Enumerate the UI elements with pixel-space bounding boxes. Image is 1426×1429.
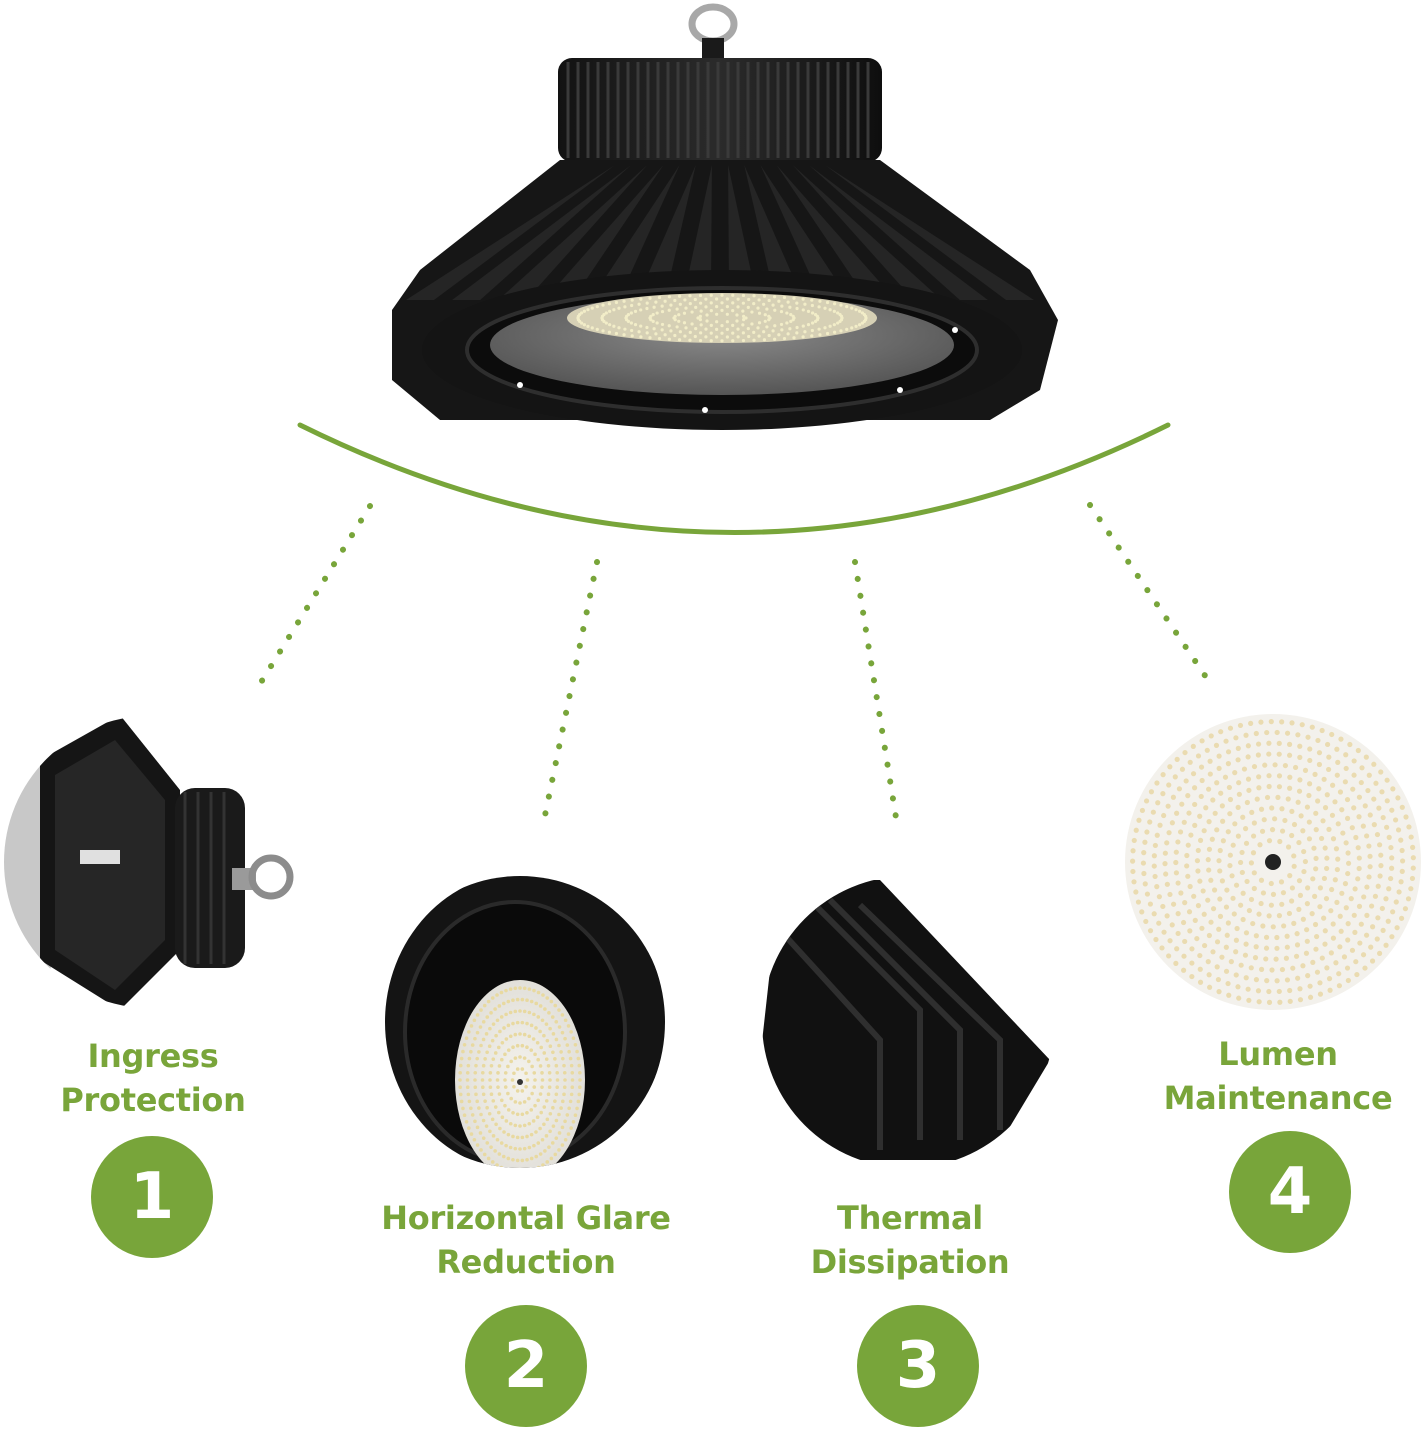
feature-1-number-badge: 1 [91, 1136, 213, 1258]
green-arc [297, 422, 1171, 535]
dotted-connector-4 [1087, 502, 1215, 689]
feature-3-title-line1: Thermal [837, 1199, 983, 1237]
highbay-light-fixture-image [392, 3, 1058, 430]
feature-3-number-badge: 3 [857, 1305, 979, 1427]
horizontal-glare-reduction-image [374, 876, 666, 1168]
feature-4-number-badge: 4 [1229, 1131, 1351, 1253]
thermal-dissipation-image [762, 876, 1054, 1168]
feature-1-title-line1: Ingress Protection [60, 1037, 246, 1119]
dotted-connector-1 [252, 503, 373, 695]
feature-2-title-line2: Reduction [436, 1243, 616, 1281]
feature-3-title: Thermal Dissipation [790, 1196, 1030, 1284]
feature-2-title-line1: Horizontal Glare [381, 1199, 671, 1237]
feature-1-title: Ingress Protection [0, 1034, 306, 1122]
ingress-protection-image [4, 716, 296, 1008]
feature-3-title-line2: Dissipation [810, 1243, 1010, 1281]
feature-4-title-line1: Lumen [1218, 1035, 1338, 1073]
dotted-connector-2 [539, 559, 600, 833]
feature-4-title-line2: Maintenance [1163, 1079, 1393, 1117]
dotted-connector-3 [852, 559, 901, 833]
lumen-maintenance-image [1125, 714, 1421, 1010]
feature-2-title: Horizontal Glare Reduction [380, 1196, 672, 1284]
feature-2-number-badge: 2 [465, 1305, 587, 1427]
feature-4-title: Lumen Maintenance [1148, 1032, 1408, 1120]
